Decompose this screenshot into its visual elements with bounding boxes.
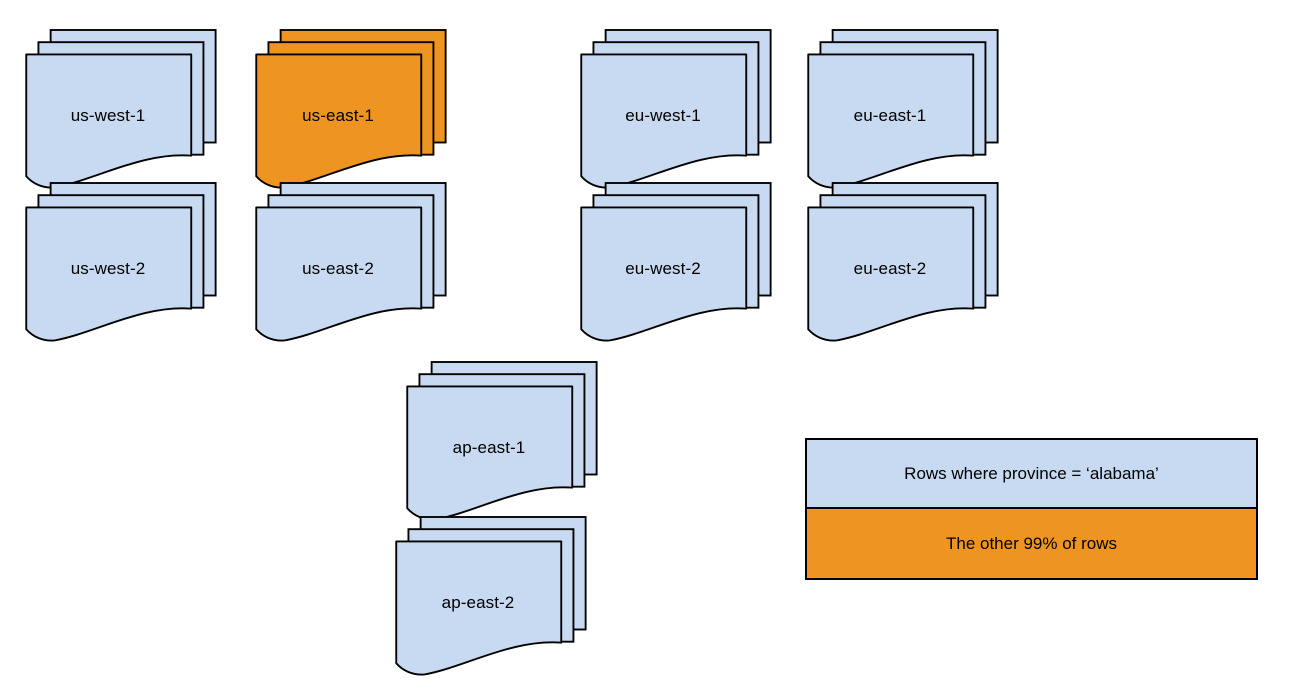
legend-label-orange: The other 99% of rows	[945, 533, 1118, 553]
document-stack-eu-west-1[interactable]: eu-west-1	[575, 29, 775, 189]
legend: Rows where province = ‘alabama’ The othe…	[805, 438, 1258, 580]
document-sheet-front	[25, 206, 193, 342]
document-stack-shape	[255, 182, 447, 342]
document-stack-eu-east-1[interactable]: eu-east-1	[802, 29, 1002, 189]
document-stack-shape	[807, 29, 999, 189]
document-stack-shape	[255, 29, 447, 189]
document-sheet-front	[580, 206, 748, 342]
document-stack-eu-east-2[interactable]: eu-east-2	[802, 182, 1002, 342]
document-stack-shape	[25, 182, 217, 342]
legend-label-blue: Rows where province = ‘alabama’	[904, 463, 1159, 483]
document-stack-us-east-1[interactable]: us-east-1	[250, 29, 450, 189]
document-sheet-front	[395, 540, 563, 676]
document-stack-shape	[395, 516, 587, 676]
document-sheet-front	[580, 53, 748, 189]
document-stack-ap-east-1[interactable]: ap-east-1	[401, 361, 601, 521]
document-sheet-front	[255, 53, 423, 189]
document-stack-us-west-2[interactable]: us-west-2	[20, 182, 220, 342]
legend-row-orange: The other 99% of rows	[807, 509, 1256, 578]
document-stack-us-west-1[interactable]: us-west-1	[20, 29, 220, 189]
document-sheet-front	[25, 53, 193, 189]
document-stack-shape	[580, 29, 772, 189]
document-sheet-front	[255, 206, 423, 342]
legend-row-blue: Rows where province = ‘alabama’	[807, 440, 1256, 509]
document-sheet-front	[406, 385, 574, 521]
document-stack-shape	[807, 182, 999, 342]
document-stack-shape	[580, 182, 772, 342]
document-stack-ap-east-2[interactable]: ap-east-2	[390, 516, 590, 676]
document-stack-us-east-2[interactable]: us-east-2	[250, 182, 450, 342]
document-stack-shape	[25, 29, 217, 189]
document-stack-shape	[406, 361, 598, 521]
document-stack-eu-west-2[interactable]: eu-west-2	[575, 182, 775, 342]
document-sheet-front	[807, 206, 975, 342]
document-sheet-front	[807, 53, 975, 189]
